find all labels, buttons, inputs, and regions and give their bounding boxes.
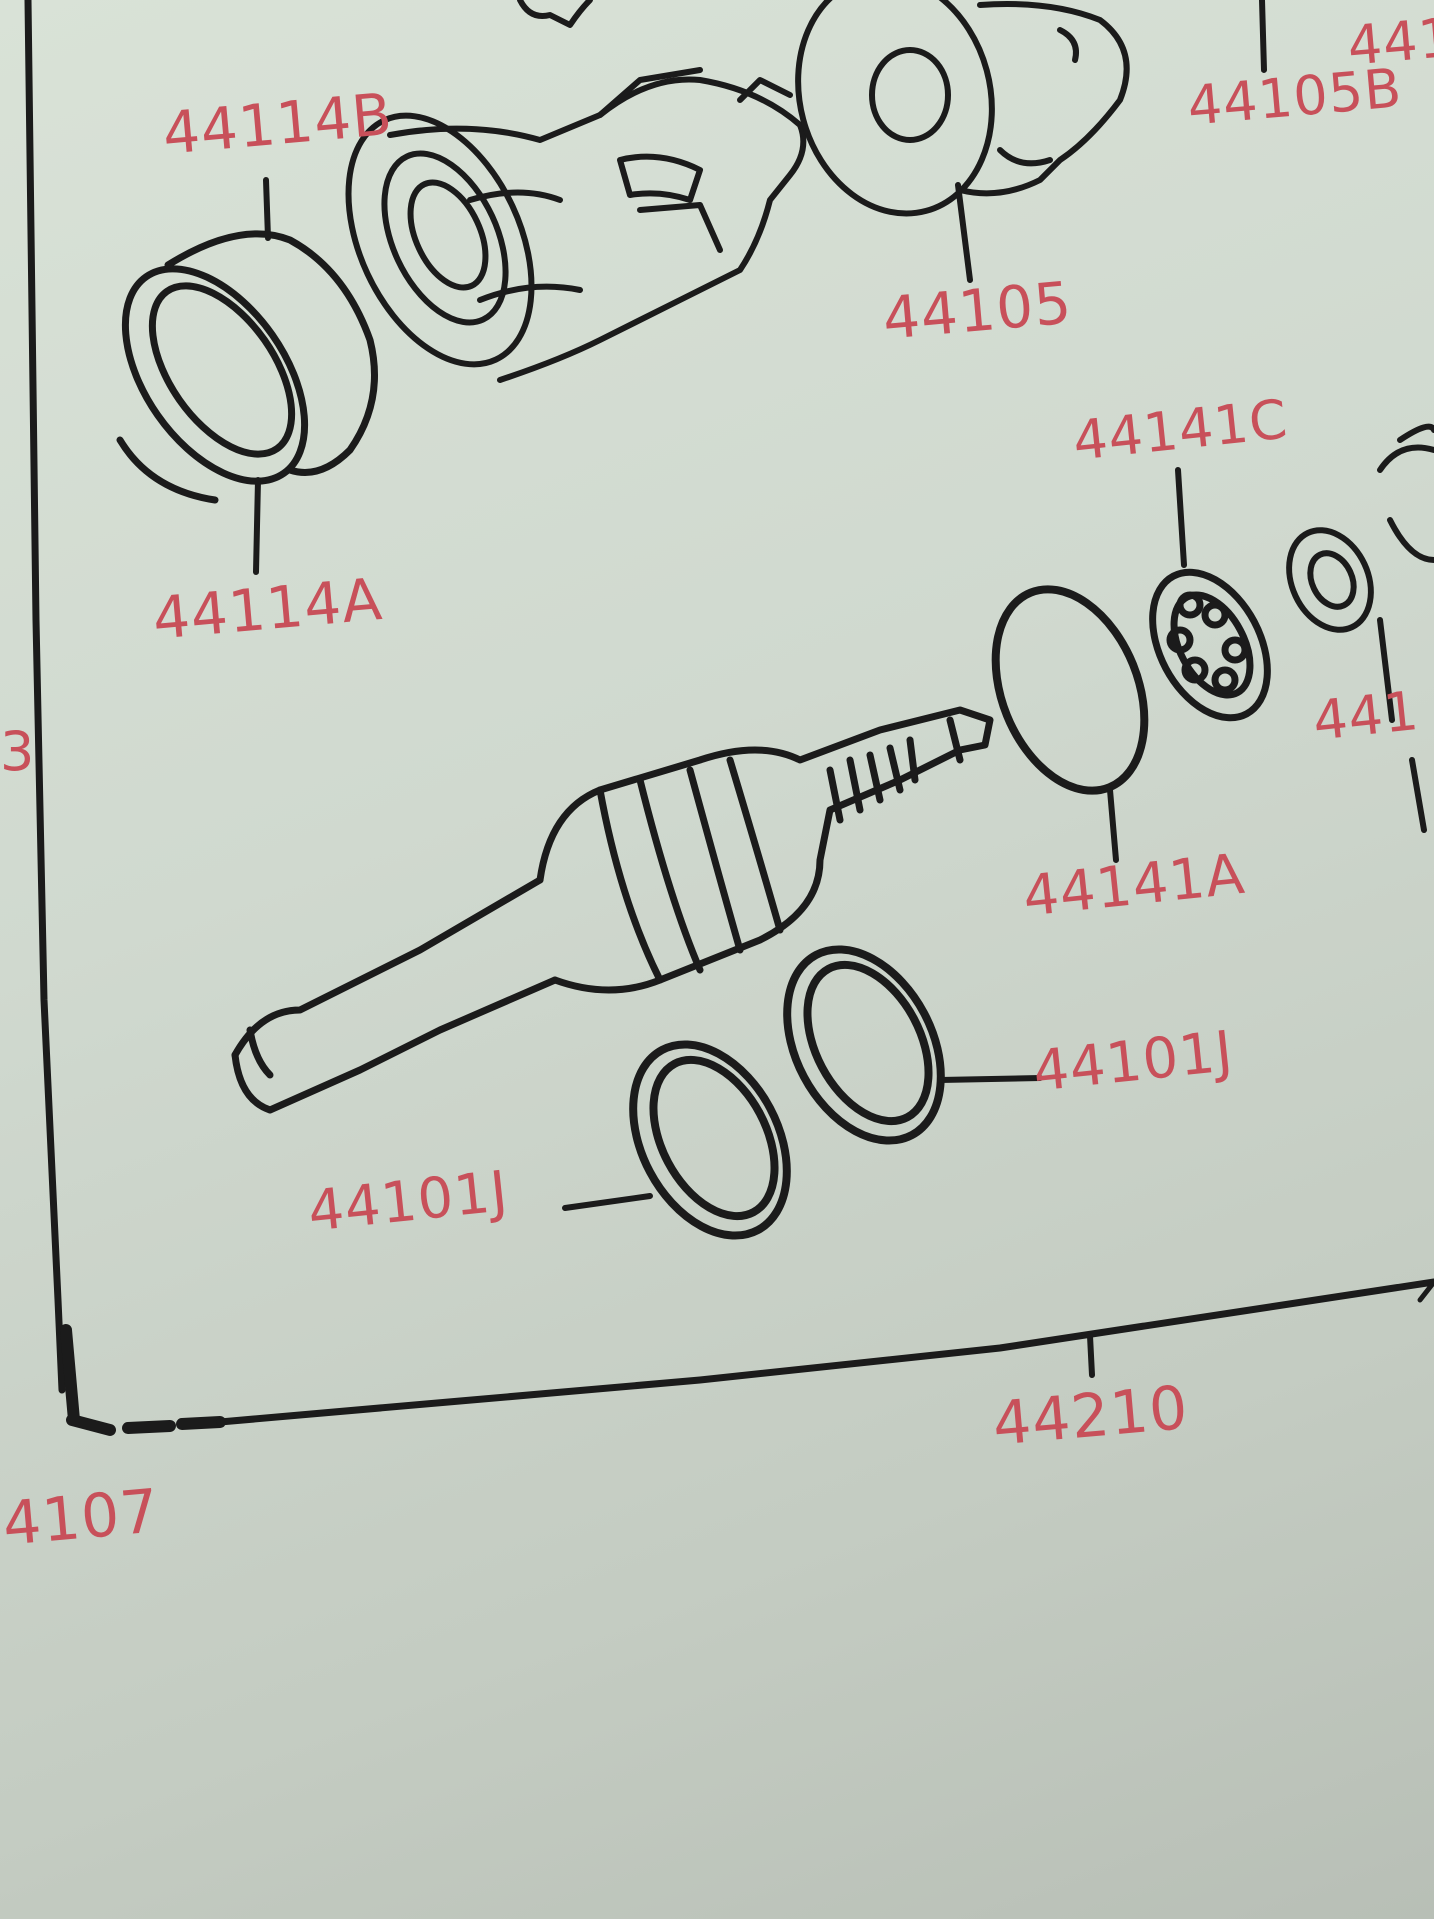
leader-44114B: [263, 177, 271, 241]
leader-44141C: [1175, 467, 1187, 568]
housing-body: [345, 67, 807, 383]
label-top-right-partial: 441: [1345, 5, 1434, 78]
leader-44141A: [1107, 787, 1119, 863]
label-right-partial: 441: [1310, 678, 1423, 753]
leader-44105B: [1259, 0, 1267, 73]
leader-44101J-right: [937, 1075, 1043, 1083]
frame-bottom-line: [216, 1278, 1434, 1426]
bearing-44141C: [1149, 568, 1271, 722]
ring-44114: [116, 230, 378, 504]
leader-44210: [1087, 1333, 1095, 1378]
flange-44105: [795, 0, 1130, 217]
leader-44114A: [253, 477, 261, 575]
leader-right-partial: [1377, 617, 1427, 833]
top-clip-part: [517, 0, 593, 28]
seal-rings-44101J: [629, 945, 945, 1240]
label-4107: 4107: [0, 1476, 163, 1560]
label-left-partial: 3: [0, 720, 36, 783]
leader-44105: [955, 182, 973, 283]
frame-left-line: [24, 0, 66, 1394]
leader-44101J-left: [562, 1193, 653, 1211]
pinion-shaft: [231, 706, 994, 1114]
oring-44141A: [991, 585, 1149, 795]
right-partial-parts: [1286, 423, 1434, 633]
frame-right-line: [1417, 1279, 1434, 1303]
frame-corner-dashes: [60, 1324, 226, 1436]
